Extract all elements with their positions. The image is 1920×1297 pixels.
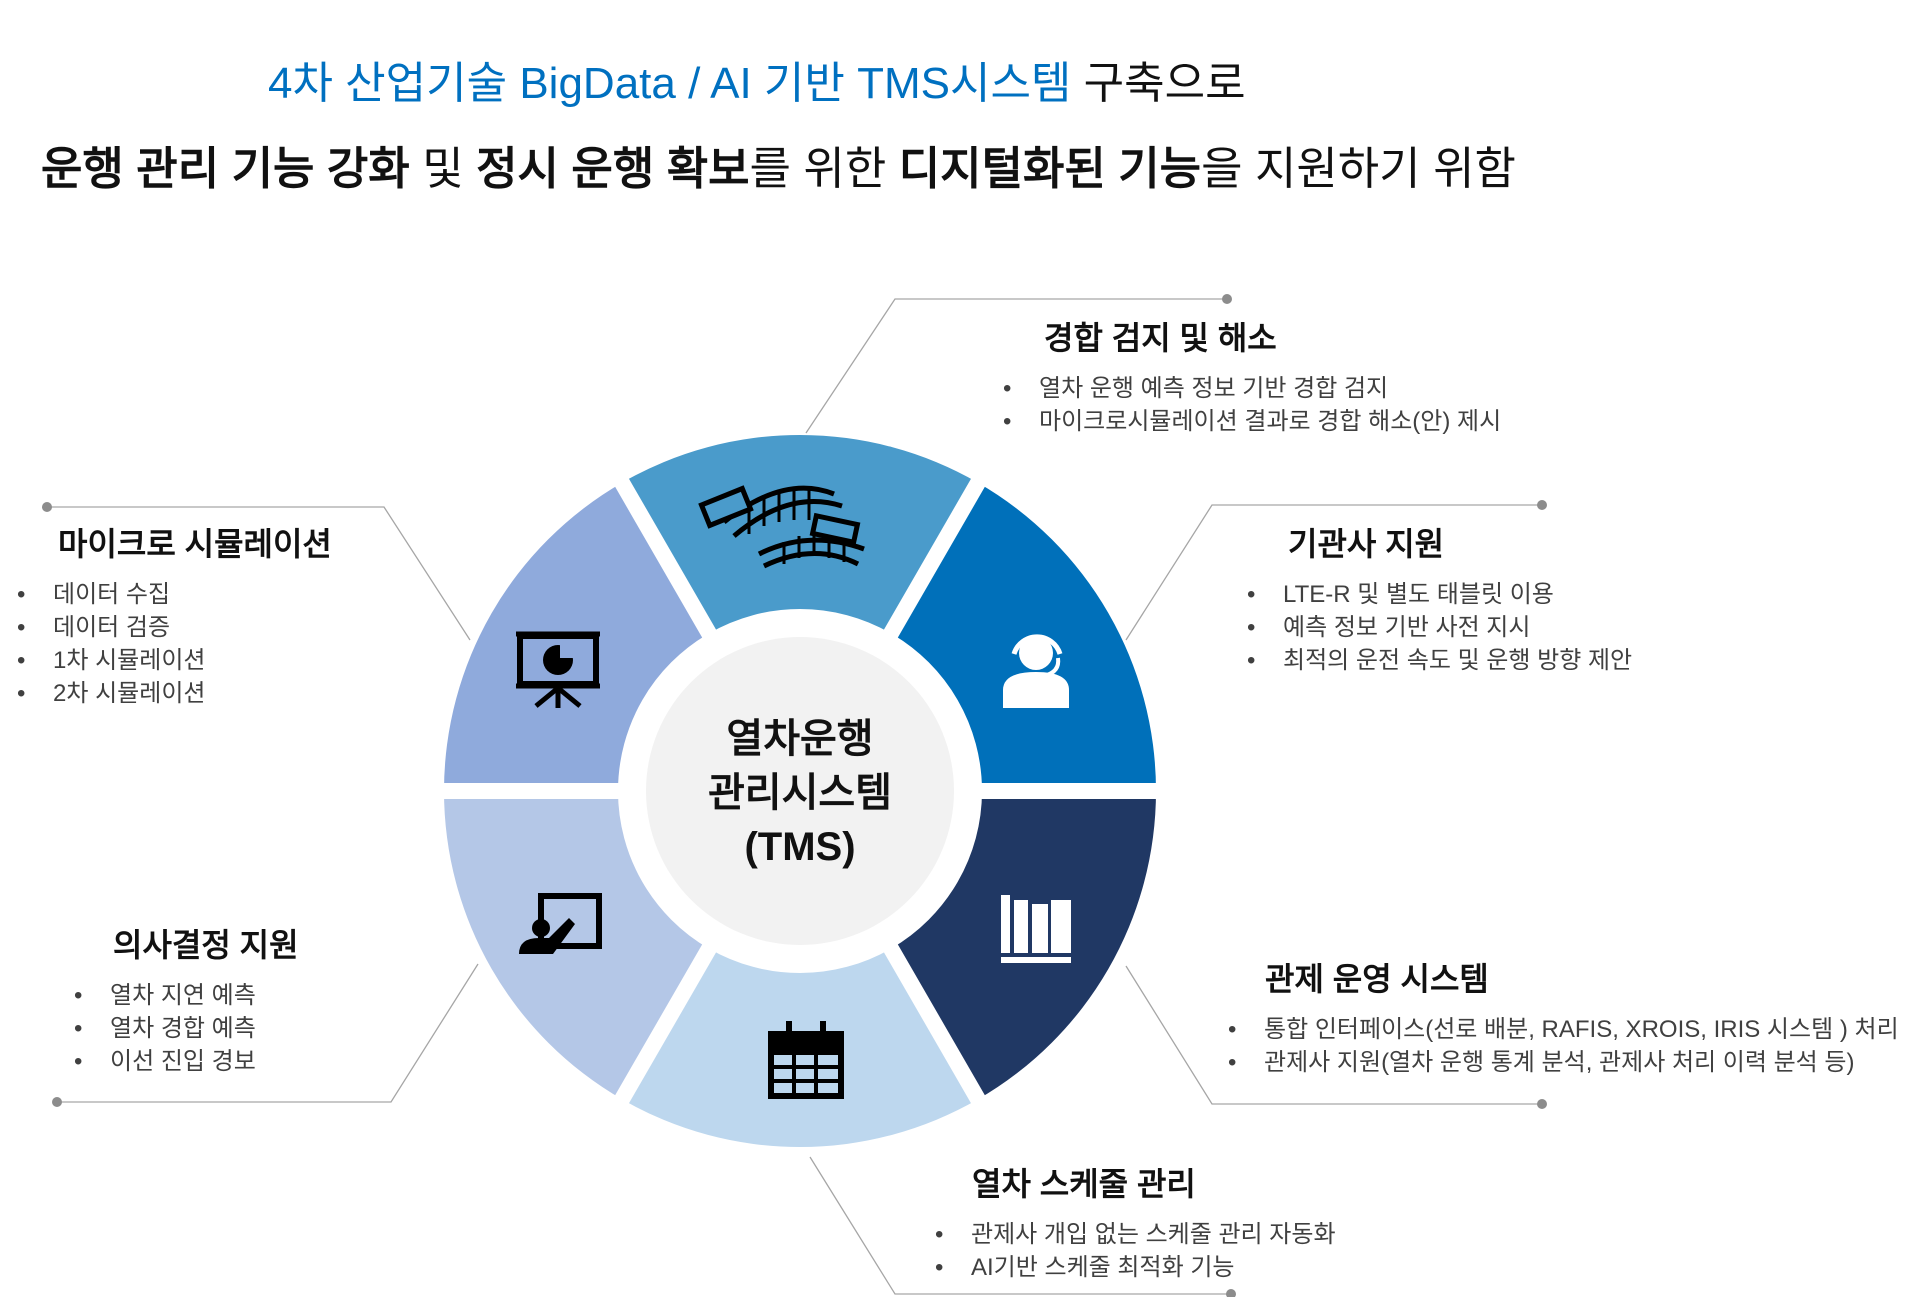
center-label-line: 관리시스템 [708,771,892,815]
bullet-text: LTE-R 및 별도 태블릿 이용 [1283,581,1554,608]
bullet-text: 2차 시뮬레이션 [53,680,206,707]
block-title: 마이크로 시뮬레이션 [58,526,332,562]
connectors [42,294,1547,1297]
bullet-item: • 데이터 수집 [17,578,332,611]
bullet-dot: • [74,1015,83,1042]
bullet-item: • 관제사 지원(열차 운행 통계 분석, 관제사 처리 이력 분석 등) [1228,1046,1899,1079]
block-title: 열차 스케줄 관리 [972,1166,1196,1202]
header-line-2-part: 을 지원하기 위함 [1201,143,1516,194]
block-control: 관제 운영 시스템 • 통합 인터페이스(선로 배분, RAFIS, XROIS,… [1228,959,1899,1079]
block-decision: 의사결정 지원 • 열차 지연 예측 • 열차 경합 예측 • 이선 진입 경보 [74,925,299,1078]
bullet-dot: • [1003,375,1012,402]
bullet-text: 열차 운행 예측 정보 기반 경합 검지 [1039,375,1389,402]
center-label-line: 열차운행 [726,717,874,761]
bullet-item: • 1차 시뮬레이션 [17,644,332,677]
bullet-dot: • [17,680,26,707]
bullet-text: 통합 인터페이스(선로 배분, RAFIS, XROIS, IRIS 시스템 )… [1264,1016,1899,1043]
header-line-1: 4차 산업기술 BigData / AI 기반 TMS시스템 구축으로 [268,58,1246,110]
bullet-text: 예측 정보 기반 사전 지시 [1283,614,1531,641]
connector-dot [1222,294,1232,304]
block-simulation: 마이크로 시뮬레이션 • 데이터 수집 • 데이터 검증 • 1차 시뮬레이션 • 2차… [17,524,332,710]
bullet-text: 관제사 지원(열차 운행 통계 분석, 관제사 처리 이력 분석 등) [1264,1049,1855,1076]
bullet-text: 데이터 검증 [53,614,171,641]
presenter-board-icon [519,893,602,954]
connector-dot [1537,1099,1547,1109]
block-title: 기관사 지원 [1288,526,1445,562]
bullet-item: • 이선 진입 경보 [74,1045,299,1078]
connector-line-control [1125,965,1542,1105]
bullet-text: 데이터 수집 [53,581,171,608]
header-line-2-part: 및 [409,143,477,194]
bullet-dot: • [935,1221,944,1248]
bullet-dot: • [74,1048,83,1075]
center-circle [646,637,954,945]
connector-dot [1226,1289,1236,1297]
calendar-icon [768,1021,844,1099]
connector-line-simulation [47,506,471,641]
bullet-dot: • [1247,647,1256,674]
bullet-item: • 열차 지연 예측 [74,979,299,1012]
connector-dot [42,502,52,512]
block-schedule: 열차 스케줄 관리 • 관제사 개입 없는 스케줄 관리 자동화 • AI기반 스케… [935,1164,1336,1284]
connector-dot [1537,500,1547,510]
bullet-dot: • [1003,408,1012,435]
bullet-item: • AI기반 스케줄 최적화 기능 [935,1251,1336,1284]
connector-line-schedule [809,1156,1231,1295]
bullet-item: • 마이크로시뮬레이션 결과로 경합 해소(안) 제시 [1003,405,1501,438]
bullet-item: • 예측 정보 기반 사전 지시 [1247,611,1632,644]
bullet-dot: • [74,982,83,1009]
header-line-2-part: 정시 운행 확보 [476,143,750,194]
bookshelf-icon [1001,895,1071,963]
bullet-text: 열차 지연 예측 [110,982,256,1009]
bullet-dot: • [1228,1016,1237,1043]
bullet-item: • LTE-R 및 별도 태블릿 이용 [1247,578,1632,611]
bullet-text: 마이크로시뮬레이션 결과로 경합 해소(안) 제시 [1039,408,1502,435]
bullet-dot: • [1247,614,1256,641]
bullet-text: 이선 진입 경보 [110,1048,256,1075]
bullet-dot: • [17,614,26,641]
connector-dot [52,1097,62,1107]
segment-conflict [622,434,978,634]
block-driver: 기관사 지원 • LTE-R 및 별도 태블릿 이용 • 예측 정보 기반 사전 지… [1247,524,1632,677]
bullet-item: • 데이터 검증 [17,611,332,644]
bullet-text: 관제사 개입 없는 스케줄 관리 자동화 [971,1221,1336,1248]
bullet-item: • 열차 경합 예측 [74,1012,299,1045]
center-label-line: (TMS) [744,825,856,869]
headset-operator-icon [1003,634,1069,708]
connector-line-decision [57,963,479,1103]
header-line-1-blue: 4차 산업기술 BigData / AI 기반 TMS시스템 [268,59,1072,108]
presentation-chart-icon [516,631,600,708]
connector-line-driver [1125,504,1542,641]
bullet-item: • 통합 인터페이스(선로 배분, RAFIS, XROIS, IRIS 시스템 … [1228,1013,1899,1046]
segment-driver [891,482,1156,791]
block-title: 경합 검지 및 해소 [1044,320,1277,356]
bullet-text: 1차 시뮬레이션 [53,647,206,674]
bullet-dot: • [1228,1049,1237,1076]
train-tracks-icon [698,485,865,569]
connector-line-conflict [805,298,1227,434]
bullet-text: 열차 경합 예측 [110,1015,256,1042]
bullet-text: 최적의 운전 속도 및 운행 방향 제안 [1283,647,1633,674]
header-line-2: 운행 관리 기능 강화 및 정시 운행 확보를 위한 디지털화된 기능을 지원하… [41,142,1516,196]
bullet-item: • 최적의 운전 속도 및 운행 방향 제안 [1247,644,1632,677]
header-line-1-black: 구축으로 [1071,59,1246,108]
block-title: 관제 운영 시스템 [1265,961,1489,997]
bullet-item: • 열차 운행 예측 정보 기반 경합 검지 [1003,372,1501,405]
bullet-item: • 2차 시뮬레이션 [17,677,332,710]
header-line-2-part: 디지털화된 기능 [898,143,1202,194]
block-conflict: 경합 검지 및 해소 • 열차 운행 예측 정보 기반 경합 검지 • 마이크로시뮬… [1003,318,1501,438]
header-line-2-part: 를 위한 [749,143,899,194]
header-line-2-part: 운행 관리 기능 강화 [41,143,410,194]
bullet-dot: • [1247,581,1256,608]
block-title: 의사결정 지원 [113,927,299,963]
bullet-item: • 관제사 개입 없는 스케줄 관리 자동화 [935,1218,1336,1251]
bullet-dot: • [17,581,26,608]
bullet-text: AI기반 스케줄 최적화 기능 [971,1254,1235,1281]
bullet-dot: • [17,647,26,674]
bullet-dot: • [935,1254,944,1281]
center-label: 열차운행 관리시스템 (TMS) [646,712,954,874]
